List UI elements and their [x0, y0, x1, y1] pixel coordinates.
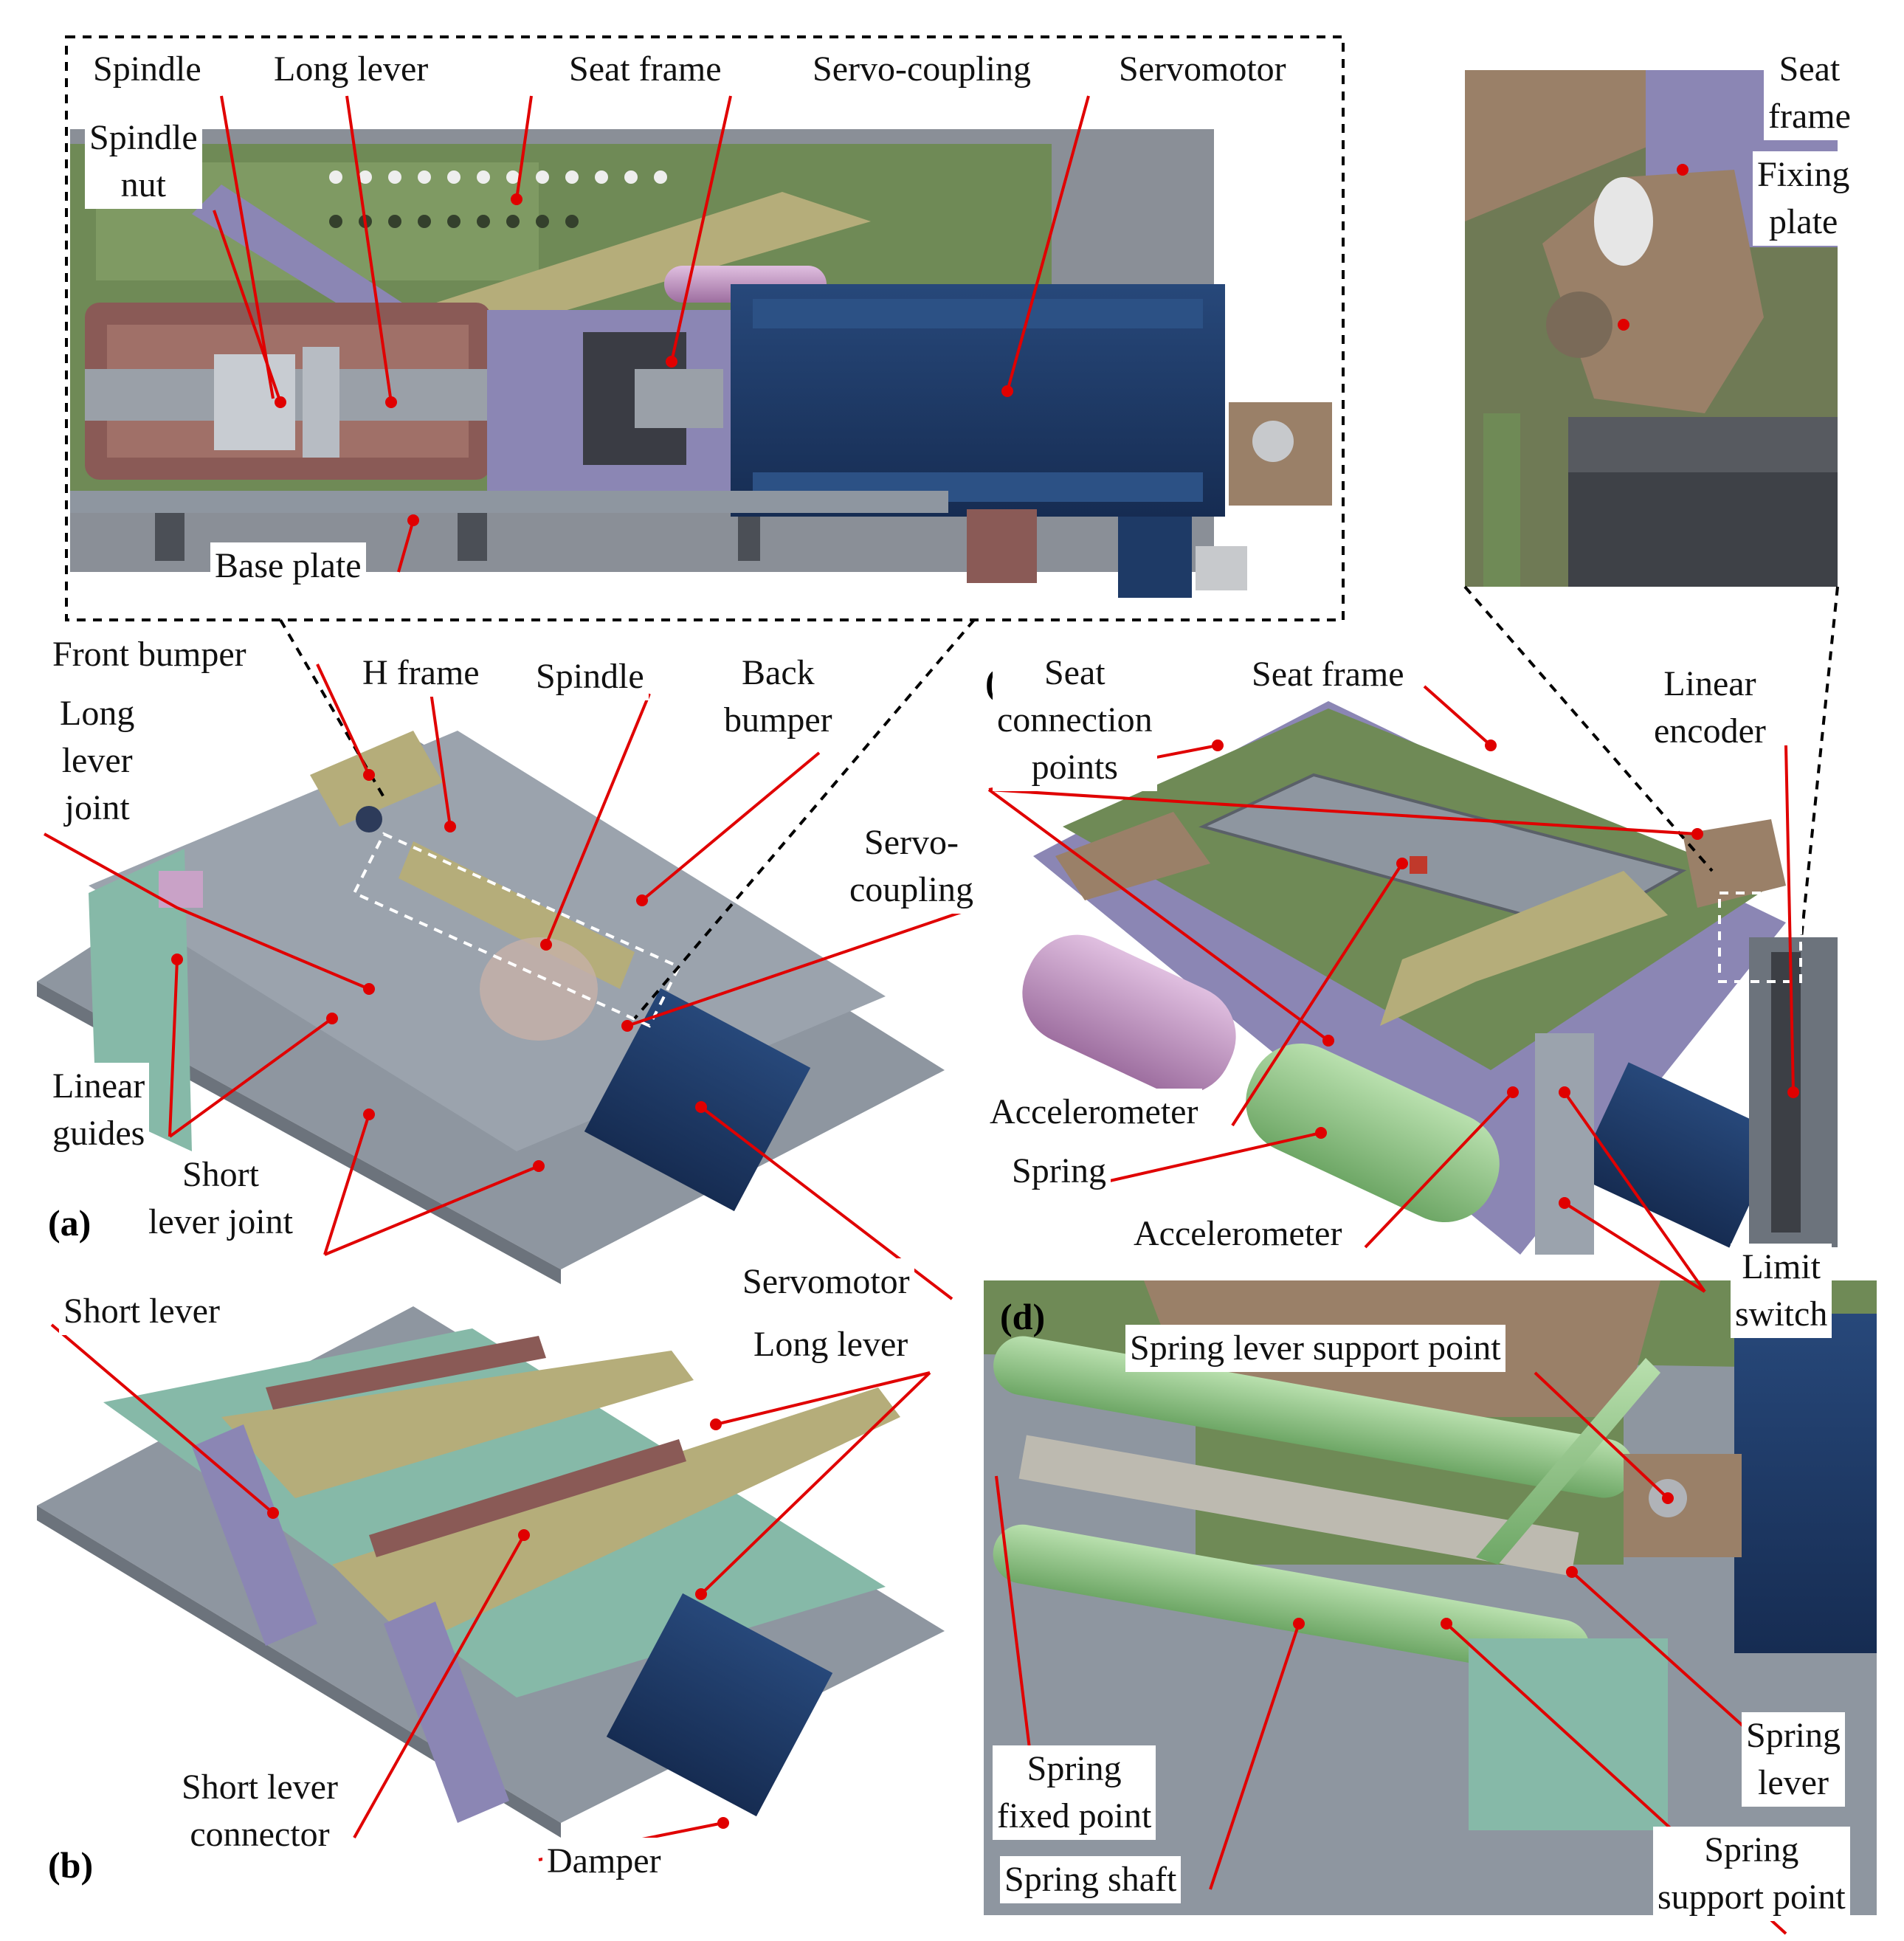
label-text: encoder — [1654, 711, 1766, 751]
label-text: lever — [61, 741, 133, 780]
label-text: lever — [1758, 1763, 1829, 1802]
label-d-spring-lever-support: Spring lever support point — [1125, 1325, 1505, 1372]
label-text: Accelerometer — [990, 1092, 1198, 1131]
label-zoom-servomotor: Servomotor — [1114, 46, 1291, 93]
label-text: Long lever — [753, 1325, 908, 1364]
label-text: Back — [742, 653, 815, 692]
label-zoom-servo-coupling: Servo-coupling — [808, 46, 1035, 93]
label-zoom-long-lever: Long lever — [269, 46, 433, 93]
label-text: Servomotor — [1119, 49, 1286, 89]
label-text: Short lever — [63, 1292, 220, 1331]
label-a-back-bumper: Back bumper — [720, 649, 837, 744]
leader-lines — [44, 95, 1795, 1935]
label-c-seat-connection-points: Seat connection points — [993, 649, 1157, 791]
label-text: Accelerometer — [1134, 1214, 1342, 1253]
label-tr-fixing-plate: Fixing plate — [1753, 151, 1855, 246]
label-a-spindle: Spindle — [531, 653, 649, 700]
label-text: Short — [182, 1155, 259, 1194]
label-c-accelerometer-1: Accelerometer — [985, 1089, 1203, 1136]
label-text: support point — [1658, 1878, 1846, 1917]
label-a-h-frame: H frame — [358, 649, 484, 697]
label-text: Seat — [1044, 653, 1106, 692]
label-text: Spindle — [93, 49, 201, 89]
label-text: frame — [1768, 97, 1851, 136]
label-text: Front bumper — [52, 635, 246, 674]
label-text: Seat frame — [1252, 655, 1404, 694]
zoom-section-panel — [70, 129, 1332, 598]
label-text: joint — [64, 788, 130, 827]
label-text: Long lever — [274, 49, 429, 89]
label-c-spring: Spring — [1007, 1148, 1111, 1195]
panel-label-b: (b) — [48, 1844, 94, 1886]
label-text: Limit — [1742, 1247, 1821, 1286]
label-text: Spring lever support point — [1130, 1328, 1501, 1368]
label-d-spring-lever: Spring lever — [1742, 1712, 1846, 1807]
panel-a-assembly — [37, 731, 945, 1284]
label-text: Linear — [52, 1066, 145, 1106]
label-c-accelerometer-2: Accelerometer — [1129, 1210, 1347, 1258]
label-zoom-spindle-nut: Spindle nut — [85, 114, 202, 209]
label-text: nut — [120, 165, 166, 204]
label-a-servo-coupling: Servo-coupling — [845, 819, 978, 914]
label-text: connector — [190, 1815, 330, 1854]
label-a-linear-guides: Linear guides — [48, 1063, 150, 1157]
label-text: fixed point — [997, 1796, 1152, 1835]
label-text: H frame — [362, 653, 480, 692]
label-text: Damper — [547, 1841, 661, 1880]
panel-label-a: (a) — [48, 1202, 92, 1244]
label-text: Long — [60, 694, 135, 733]
panel-d-zoom — [984, 1280, 1877, 1915]
label-b-short-lever: Short lever — [59, 1288, 224, 1335]
label-text: Short lever — [182, 1768, 338, 1807]
label-d-spring-shaft: Spring shaft — [1000, 1856, 1182, 1903]
label-zoom-spindle: Spindle — [89, 46, 206, 93]
label-a-servomotor: Servomotor — [738, 1258, 914, 1306]
label-a-long-lever-joint: Long lever joint — [55, 690, 139, 832]
label-d-spring-fixed-point: Spring fixed point — [993, 1745, 1156, 1840]
label-text: Spring shaft — [1004, 1860, 1177, 1899]
label-b-long-lever: Long lever — [749, 1321, 913, 1368]
label-text: Base plate — [215, 546, 362, 585]
label-text: Spring — [1012, 1151, 1107, 1190]
label-text: guides — [52, 1114, 145, 1153]
label-c-linear-encoder: Linear encoder — [1649, 661, 1770, 755]
label-text: coupling — [849, 870, 973, 909]
label-text: Servomotor — [742, 1262, 910, 1301]
panel-b-assembly — [37, 1306, 945, 1838]
label-b-damper: Damper — [542, 1838, 666, 1885]
label-text: Spring — [1746, 1716, 1841, 1755]
label-a-short-lever-joint: Short lever joint — [144, 1151, 297, 1246]
label-text: Servo-coupling — [813, 49, 1031, 89]
label-d-spring-support-point: Spring support point — [1653, 1827, 1850, 1921]
label-text: plate — [1769, 202, 1838, 241]
label-c-limit-switch: Limit switch — [1731, 1244, 1832, 1338]
label-zoom-base-plate: Base plate — [210, 542, 366, 590]
panel-c-assembly — [1022, 701, 1838, 1255]
label-text: Servo- — [864, 823, 959, 862]
label-text: bumper — [724, 700, 832, 739]
label-text: connection — [997, 700, 1153, 739]
label-tr-seat-frame: Seat frame — [1764, 46, 1855, 140]
label-c-seat-frame: Seat frame — [1247, 651, 1409, 698]
zoom-fixing-plate-panel — [1465, 70, 1838, 587]
label-text: Spring — [1704, 1830, 1799, 1869]
label-text: Spindle — [536, 657, 644, 696]
label-text: lever joint — [148, 1202, 293, 1241]
label-text: switch — [1735, 1294, 1828, 1334]
label-a-front-bumper: Front bumper — [48, 631, 251, 678]
label-b-short-lever-connector: Short lever connector — [177, 1764, 342, 1858]
panel-label-d: (d) — [1000, 1296, 1046, 1337]
label-text: Linear — [1663, 664, 1756, 703]
leader-dots — [171, 164, 1799, 1829]
label-text: Fixing — [1757, 155, 1850, 194]
label-text: Seat — [1779, 49, 1841, 89]
label-text: Spindle — [89, 118, 198, 157]
label-text: Spring — [1027, 1749, 1122, 1788]
label-text: points — [1031, 748, 1118, 787]
label-text: Seat frame — [569, 49, 722, 89]
label-zoom-seat-frame: Seat frame — [565, 46, 726, 93]
